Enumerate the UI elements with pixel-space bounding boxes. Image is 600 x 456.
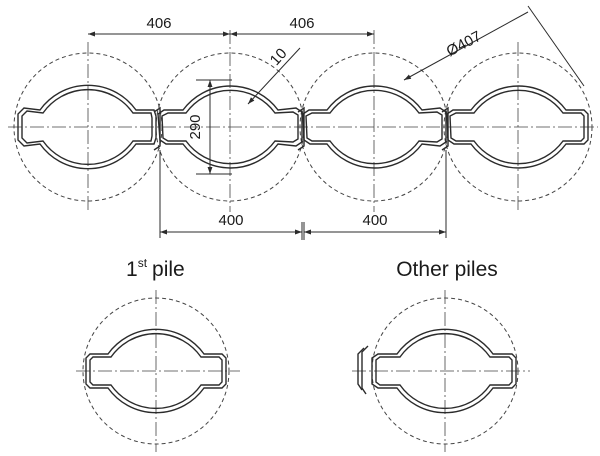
pile-profiles-row <box>17 84 589 170</box>
first-pile-profile <box>85 328 227 414</box>
dim-thickness: 10 <box>267 45 291 69</box>
first-pile-centerlines <box>76 290 240 452</box>
other-piles-centerlines <box>352 290 530 452</box>
pile-profile-2 <box>153 85 303 169</box>
caption-first-pile-sup: st <box>138 256 148 270</box>
other-piles-detail <box>352 290 530 452</box>
caption-first-pile-word: pile <box>152 258 185 281</box>
dim-pitch-right: 406 <box>289 15 314 32</box>
dim-pitch-left: 406 <box>146 15 171 32</box>
dim-spacing-left: 400 <box>218 212 243 229</box>
dim-height: 290 <box>187 114 204 139</box>
pile-profile-4 <box>441 85 589 169</box>
dim-spacing-right: 400 <box>362 212 387 229</box>
other-piles-profile <box>357 328 517 414</box>
dimension-lines <box>88 5 585 240</box>
caption-first-pile-number: 1 <box>126 258 138 281</box>
first-pile-detail <box>76 290 240 452</box>
dim-diameter: Ø407 <box>444 28 484 60</box>
pile-profile-1 <box>17 84 157 170</box>
pile-profile-3 <box>297 85 447 169</box>
caption-other-piles: Other piles <box>396 258 498 281</box>
